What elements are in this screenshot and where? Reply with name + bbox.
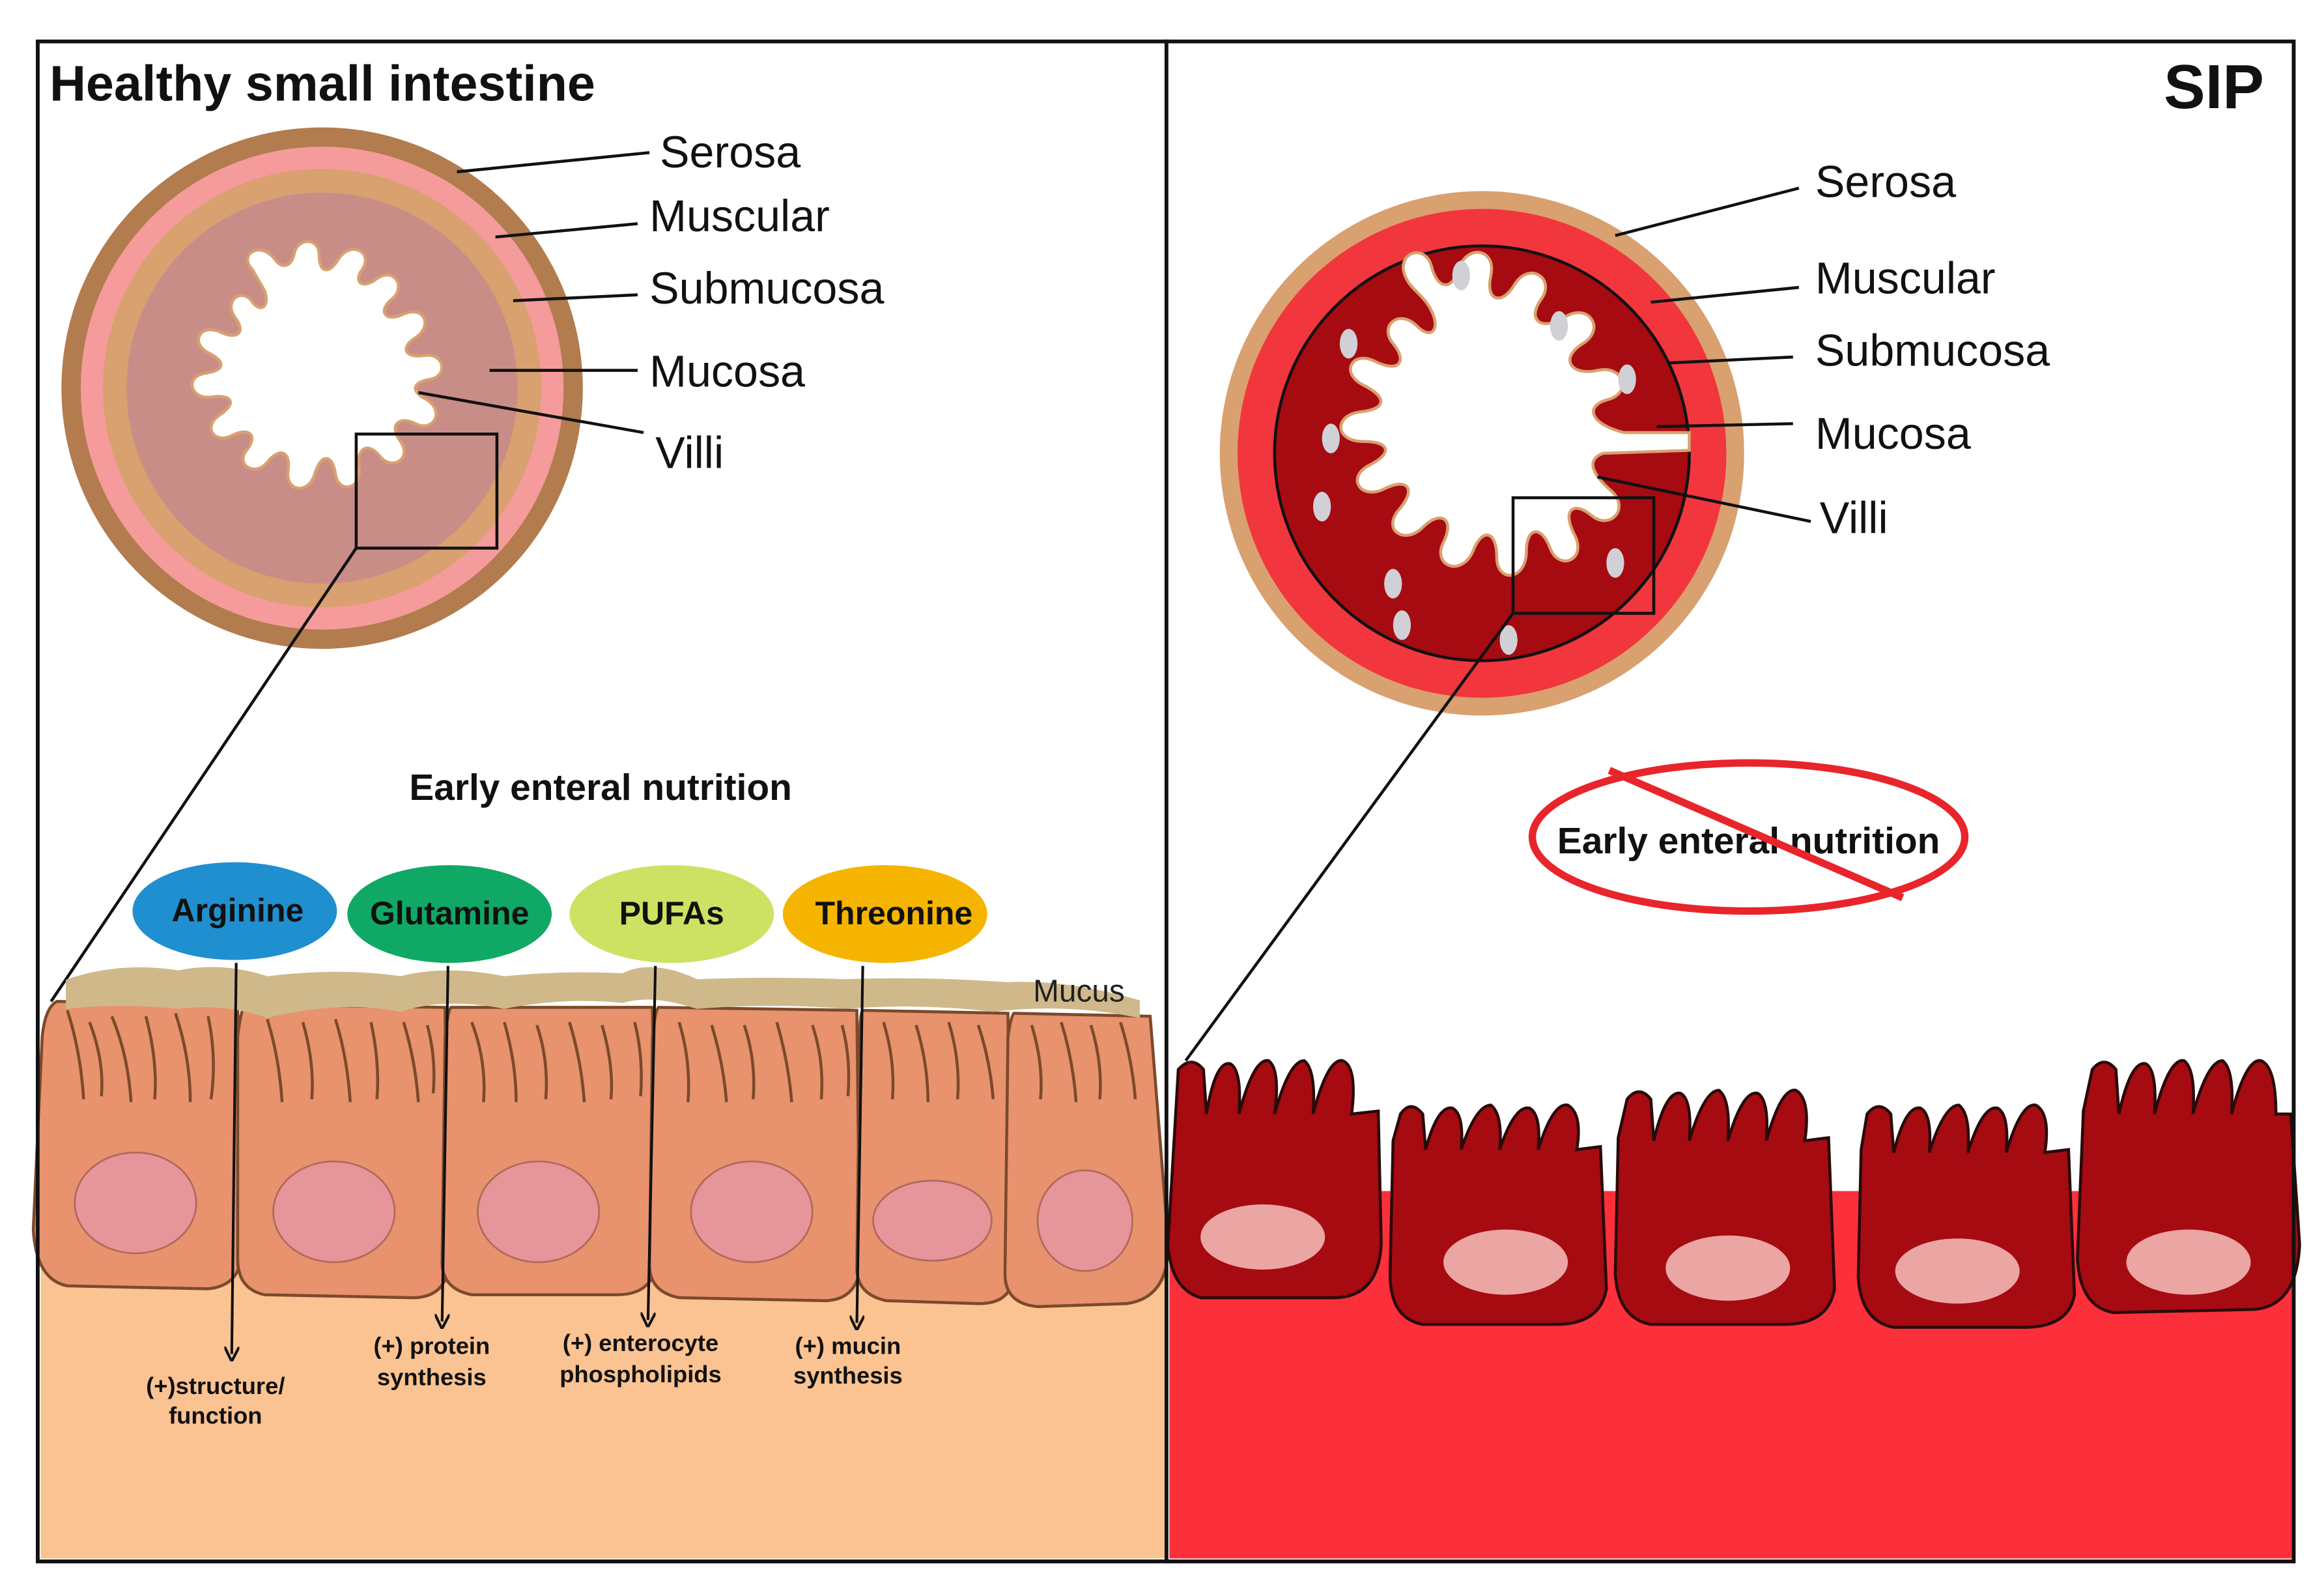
healthy-serosa-label: Serosa [660,128,801,177]
threonine-label: Threonine [815,895,972,932]
pufas-label: PUFAs [619,895,724,932]
healthy-zoom-box [354,433,499,550]
healthy-muscular-label: Muscular [649,192,830,241]
sip-panel: Serosa Muscular Submucosa Mucosa Villi S… [1164,39,2301,1563]
sip-nucleus [1665,1235,1791,1301]
healthy-submucosa-label: Submucosa [649,264,884,313]
sip-nucleus [1200,1204,1325,1270]
glutamine-ellipse [347,865,552,963]
threonine-effect-line1: (+) mucin [795,1333,901,1359]
arginine-effect-line1: (+)structure/ [146,1373,285,1399]
pufas-arrow [648,965,657,1320]
figure-border [36,39,2296,1563]
healthy-nucleus [872,1180,993,1262]
prohibition-ellipse [1528,759,1969,915]
threonine-ellipse [782,865,987,963]
sip-submucosa-label: Submucosa [1815,326,2050,376]
prohibition-slash [1608,767,1905,902]
submucosa-leader-line [513,293,638,302]
glutamine-effect-line2: synthesis [377,1363,487,1390]
healthy-nucleus [476,1160,601,1263]
threonine-effect-line2: synthesis [793,1362,903,1389]
healthy-nutrition-heading: Early enteral nutrition [409,767,792,808]
muscular-leader-line [495,222,638,239]
healthy-lumen-villi [190,240,444,490]
glutamine-label: Glutamine [370,895,530,932]
sip-nucleus [2126,1229,2251,1295]
sip-panel-title: SIP [2164,53,2264,122]
healthy-panel-title: Healthy small intestine [50,56,595,112]
healthy-nucleus [74,1151,197,1255]
sip-muscular-label: Muscular [1815,253,1996,303]
mucus-label: Mucus [1033,974,1125,1008]
healthy-epithelium [31,1000,1170,1309]
healthy-nuclei [74,1151,1133,1272]
healthy-nucleus [272,1160,396,1263]
arginine-label: Arginine [171,892,304,929]
sip-nuclei [1200,1204,2251,1304]
arginine-arrow [232,963,236,1354]
mucus-layer [66,967,1140,1018]
sip-submucosa-leader-line [1668,355,1793,365]
threonine-arrow [857,965,863,1323]
villi-leader-line [418,391,644,434]
arginine-ellipse [132,862,337,960]
glutamine-arrow [442,965,448,1322]
healthy-panel: Serosa Muscular Submucosa Mucosa Villi H… [31,39,1170,1563]
sip-zoom-connector [1184,612,1514,1062]
arginine-effect-line2: function [169,1402,262,1429]
healthy-mucosa-label: Mucosa [649,347,805,397]
sip-villi-leader-line [1597,476,1811,523]
sip-villi-label: Villi [1820,494,1888,543]
sip-lumen-villi [1339,251,1691,577]
sip-mucosa-label: Mucosa [1815,409,1971,459]
sip-zoom-box [1511,496,1656,615]
healthy-cross-section [61,127,583,649]
sip-nucleus [1895,1238,2020,1304]
healthy-nucleus [690,1160,814,1263]
healthy-nucleus [1036,1169,1133,1272]
healthy-zoom-connector [50,547,358,1003]
healthy-microvilli [66,1010,1137,1103]
sip-muscular-leader-line [1651,285,1800,304]
sip-cross-section [1219,191,1744,716]
sip-mucosa-leader-line [1656,422,1793,429]
pufas-ellipse [569,865,774,963]
pufas-effect-line1: (+) enterocyte [563,1330,719,1356]
prohibition-sign: Early enteral nutrition [1528,759,1969,915]
sip-serosa-label: Serosa [1815,157,1956,206]
serosa-leader-line [457,150,650,174]
pufas-effect-line2: phospholipids [560,1361,722,1388]
sip-villi-spots [1312,261,1636,655]
healthy-villi-label: Villi [655,429,724,478]
glutamine-effect-line1: (+) protein [373,1333,490,1359]
sip-nucleus [1443,1229,1568,1295]
sip-serosa-leader-line [1615,186,1800,237]
